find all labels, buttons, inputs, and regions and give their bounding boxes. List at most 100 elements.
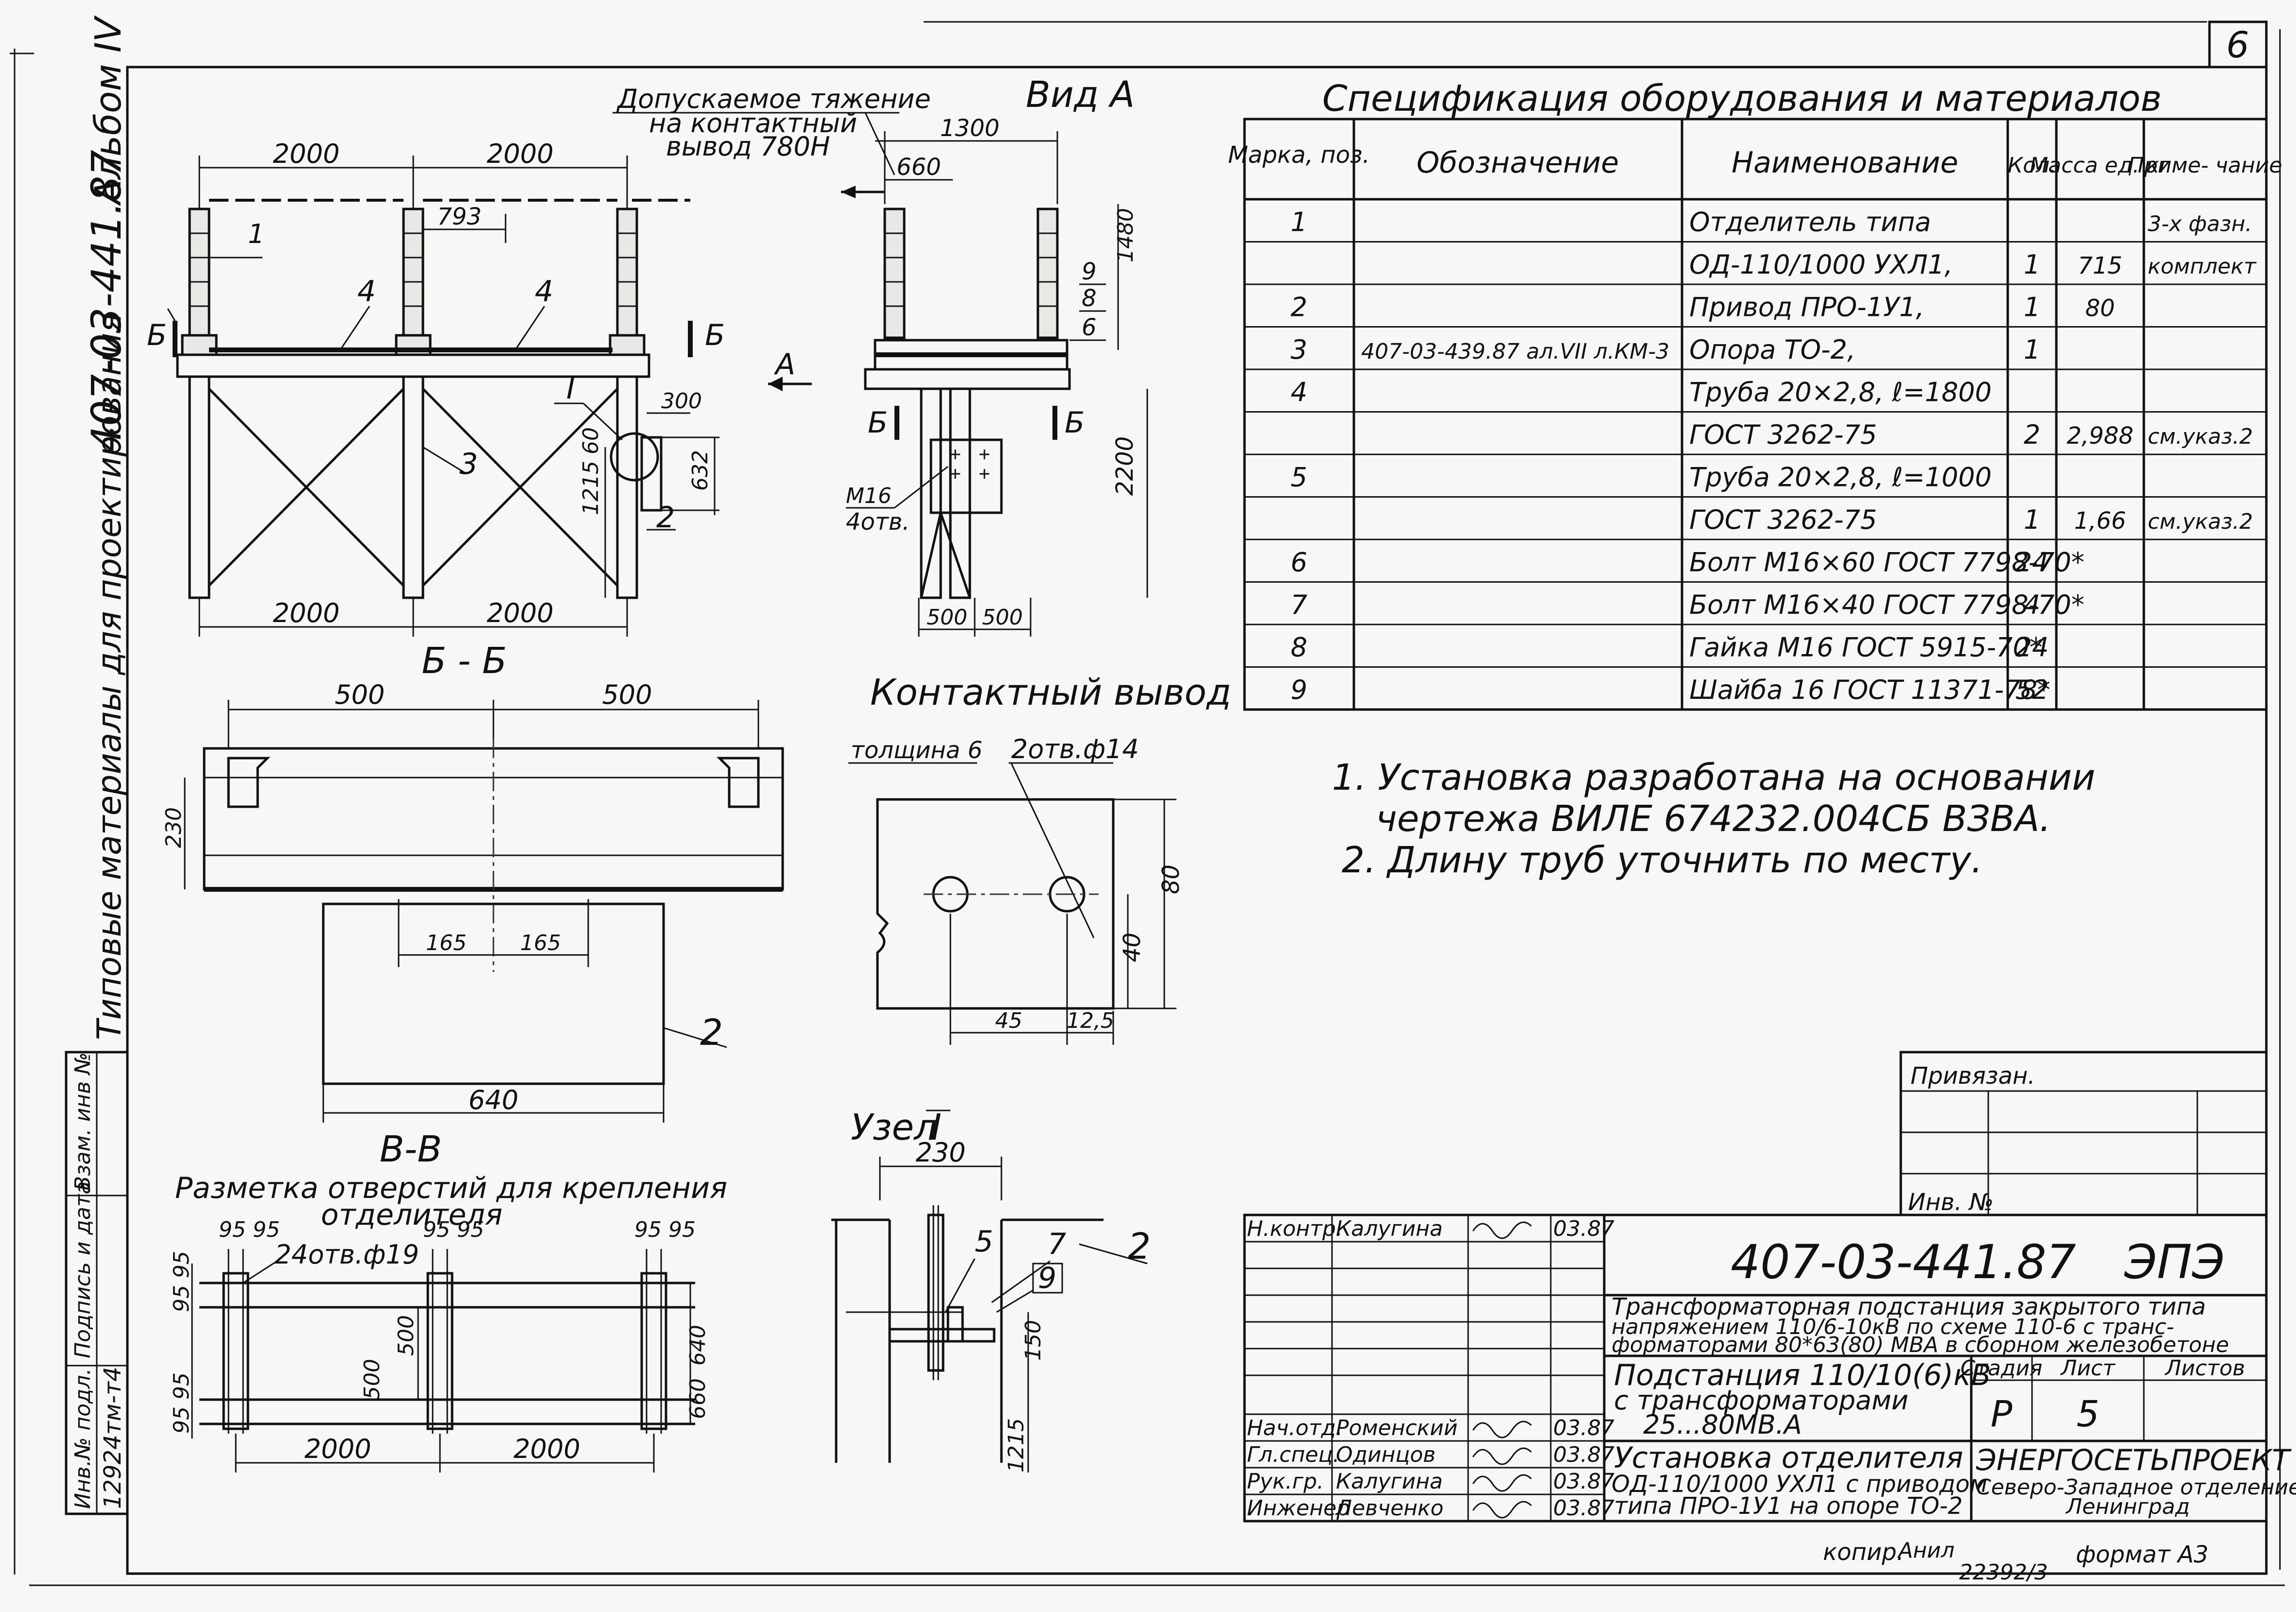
spec-cell: Отделитель типа xyxy=(1689,207,1931,238)
album-label: Альбом IV xyxy=(88,15,129,206)
series-code: 407-03-441.87 xyxy=(83,150,130,452)
privyazan-inv: Инв. № xyxy=(1908,1189,1994,1216)
spec-cell: 1 xyxy=(2024,292,2040,323)
spec-cell: Опора ТО-2, xyxy=(1689,334,1856,365)
signature-mark xyxy=(1472,1447,1532,1465)
tension-note-3: вывод 780Н xyxy=(666,131,830,162)
tb-project-3: форматорами 80*63(80) МВА в сборном желе… xyxy=(1612,1333,2229,1357)
spec-cell: 9 xyxy=(1291,675,1307,705)
node-title: Узел xyxy=(851,1107,937,1148)
privyazan-block: Привязан. Инв. № xyxy=(1899,1051,2268,1216)
node-mark-main: I xyxy=(566,372,575,406)
dim-632: 632 xyxy=(688,450,713,491)
spec-cell: 3 xyxy=(1291,334,1307,365)
view-a-dim-1300: 1300 xyxy=(940,115,999,142)
view-a-bolt-1: М16 xyxy=(846,484,892,508)
vv-title: В-В xyxy=(380,1128,442,1170)
section-mark-left: Б xyxy=(147,318,167,352)
signer-cell: 03.87 xyxy=(1553,1469,1614,1494)
signer-cell: Роменский xyxy=(1336,1416,1457,1440)
section-mark-right: Б xyxy=(705,318,725,352)
tension-note-1: Допускаемое тяжение xyxy=(616,84,931,114)
spec-cell: 4 xyxy=(2024,589,2040,620)
tb-org-3: Ленинград xyxy=(2065,1494,2190,1519)
spec-cell: 1 xyxy=(1291,207,1307,238)
copy-sign: Анил xyxy=(1897,1538,1955,1563)
spec-cell: 1,66 xyxy=(2074,507,2126,535)
note-line-2: чертежа ВИЛЕ 674232.004СБ ВЗВА. xyxy=(1376,798,2051,840)
tb-object-1: Подстанция 110/10(6)кВ xyxy=(1614,1358,1991,1392)
copy-note: копир. xyxy=(1823,1539,1904,1566)
view-a-dim-660: 660 xyxy=(896,154,941,181)
spec-cell: см.указ.2 xyxy=(2148,424,2253,449)
podpis-label: Подпись и дата xyxy=(70,1181,95,1358)
dim-1215: 1215 xyxy=(578,461,603,515)
bb-dim-230: 230 xyxy=(161,807,186,848)
section-vv: В-В Разметка отверстий для крепления отд… xyxy=(169,1128,727,1473)
pos-4a: 4 xyxy=(357,275,376,309)
dim-bottom-2: 2000 xyxy=(487,598,553,628)
view-a-dim-500b: 500 xyxy=(982,605,1023,630)
vv-dim-660: 660 xyxy=(685,1378,710,1419)
pos-2-main: 2 xyxy=(656,501,675,535)
bb-dim-500a: 500 xyxy=(334,679,385,710)
spec-cell: Труба 20×2,8, ℓ=1000 xyxy=(1689,462,1992,493)
tb-sheet-2: ОД-110/1000 УХЛ1 с приводом xyxy=(1612,1471,1987,1498)
spec-cell: Гайка М16 ГОСТ 5915-70* xyxy=(1689,632,2043,663)
title-block: 407-03-441.87 ЭПЭ Трансформаторная подст… xyxy=(1243,1213,2296,1523)
format-label: формат А3 xyxy=(2076,1541,2208,1568)
tb-list: 5 xyxy=(2076,1393,2099,1435)
spec-cell: 3-х фазн. xyxy=(2148,212,2252,237)
sheet-number-box xyxy=(2208,20,2268,69)
signature-mark xyxy=(1472,1421,1532,1439)
node-pos-5: 5 xyxy=(975,1225,993,1259)
bb-dim-500b: 500 xyxy=(602,679,652,710)
spec-cell: 4 xyxy=(1291,377,1307,408)
spec-cell: 1 xyxy=(2024,249,2040,280)
dim-60: 60 xyxy=(578,427,603,454)
inv-podl-label: Инв.№ подл. xyxy=(70,1368,95,1509)
vv-side-9595a: 95 95 xyxy=(169,1251,194,1312)
view-a-title: Вид А xyxy=(1026,74,1135,116)
vv-dim-9595b: 95 95 xyxy=(423,1217,484,1242)
dim-793: 793 xyxy=(437,203,482,230)
node-dim-230: 230 xyxy=(915,1137,965,1168)
node-pos-2: 2 xyxy=(1128,1226,1151,1267)
vv-dim-2000a: 2000 xyxy=(304,1434,371,1464)
node-mark: I xyxy=(931,1107,942,1148)
spec-cell: 8 xyxy=(1291,632,1307,663)
contact-holes: 2отв.ф14 xyxy=(1011,734,1139,764)
signer-cell: Калугина xyxy=(1336,1216,1443,1241)
signer-cell: 03.87 xyxy=(1553,1216,1614,1241)
view-a-sec-right: Б xyxy=(1065,406,1085,440)
dim-300: 300 xyxy=(661,389,702,414)
spec-cell: Труба 20×2,8, ℓ=1800 xyxy=(1689,377,1992,408)
main-view: Допускаемое тяжение на контактный вывод … xyxy=(147,84,931,637)
spec-cell: ГОСТ 3262-75 xyxy=(1689,419,1877,450)
spec-cell: 2,988 xyxy=(2067,422,2133,450)
tb-lists-h: Листов xyxy=(2164,1356,2245,1381)
spec-cell: 2 xyxy=(1291,292,1307,323)
spec-cell: ОД-110/1000 УХЛ1, xyxy=(1689,249,1953,280)
view-a-dim-500a: 500 xyxy=(927,605,967,630)
signer-cell: Нач.отд. xyxy=(1247,1416,1343,1440)
spec-cell: 407-03-439.87 ал.VII л.КМ-3 xyxy=(1361,339,1669,364)
contact-terminal: Контактный вывод толщина 6 2отв.ф14 80 4… xyxy=(848,672,1231,1045)
tb-sheet-1: Установка отделителя xyxy=(1614,1441,1963,1475)
tb-sect: ЭПЭ xyxy=(2124,1235,2225,1289)
tb-sheet-3: типа ПРО-1У1 на опоре ТО-2 xyxy=(1614,1492,1963,1520)
tb-code: 407-03-441.87 xyxy=(1731,1235,2076,1289)
spec-cell: 715 xyxy=(2078,252,2122,279)
spec-cell: 1 xyxy=(2024,334,2040,365)
spec-cell: 52 xyxy=(2016,675,2049,705)
contact-dim-125: 12,5 xyxy=(1067,1008,1114,1033)
vv-dim-500a: 500 xyxy=(394,1315,419,1356)
bb-dim-165a: 165 xyxy=(426,931,467,955)
node-pos-9: 9 xyxy=(1038,1261,1056,1295)
signer-cell: 03.87 xyxy=(1553,1496,1614,1521)
spec-title: Спецификация оборудования и материалов xyxy=(1322,78,2162,120)
tb-stage-h: Стадия xyxy=(1961,1356,2043,1381)
series-title: Типовые материалы для проектирования xyxy=(90,313,129,1040)
vv-dim-500b: 500 xyxy=(360,1359,385,1400)
note-line-1: 1. Установка разработана на основании xyxy=(1332,757,2095,798)
